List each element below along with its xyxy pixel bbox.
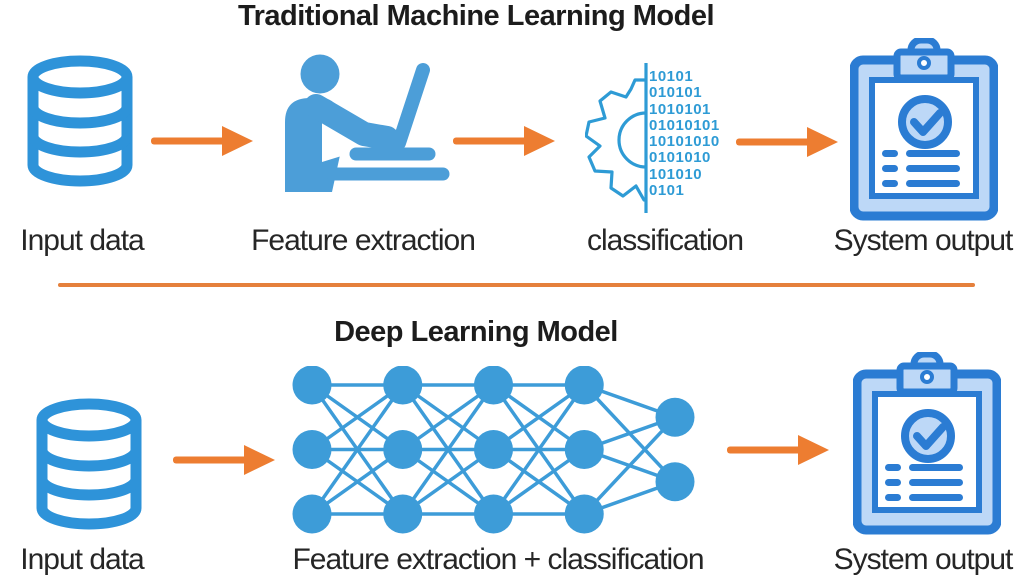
neural-network-icon (292, 366, 702, 538)
arrow-icon (150, 121, 255, 161)
clipboard-check-icon (850, 38, 998, 223)
binary-row: 0101010 (649, 149, 711, 167)
section-divider (58, 283, 975, 287)
person-laptop-icon (272, 46, 452, 206)
arrow-icon (726, 430, 831, 470)
deep-learning-title: Deep Learning Model (334, 316, 618, 348)
clipboard-check-icon (853, 352, 1001, 537)
database-icon (33, 398, 145, 530)
arrow-icon (735, 122, 840, 162)
binary-row: 0101 (649, 182, 685, 200)
label-feature-extraction: Feature extraction (251, 224, 476, 257)
label-feature-extraction-classification: Feature extraction + classification (292, 543, 704, 576)
label-system-output: System output (833, 224, 1014, 257)
binary-row: 1010101 (649, 100, 711, 118)
gear-binary-icon: 10101 010101 1010101 01010101 10101010 0… (585, 56, 765, 216)
traditional-ml-title: Traditional Machine Learning Model (237, 0, 715, 32)
binary-row: 10101010 (649, 133, 720, 151)
binary-code: 10101 010101 1010101 01010101 10101010 0… (649, 68, 720, 200)
arrow-icon (172, 440, 277, 480)
label-input-data: Input data (20, 543, 144, 576)
label-classification: classification (586, 224, 744, 257)
binary-row: 101010 (649, 165, 703, 183)
database-icon (24, 55, 136, 187)
binary-row: 01010101 (649, 116, 720, 134)
arrow-icon (452, 121, 557, 161)
label-input-data: Input data (20, 224, 144, 257)
binary-row: 10101 (649, 68, 694, 85)
binary-row: 010101 (649, 84, 703, 102)
label-system-output: System output (833, 543, 1014, 576)
